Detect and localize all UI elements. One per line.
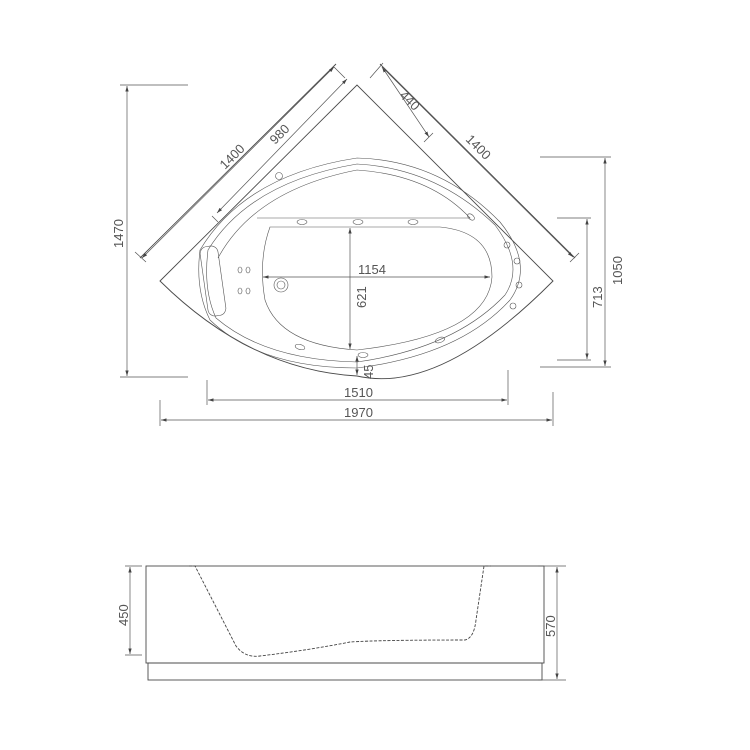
dim-rim-gap: 45	[361, 365, 376, 379]
dim-basin-length: 1154	[358, 262, 386, 277]
dim-side-right: 1400	[463, 132, 494, 163]
basin-profile	[189, 565, 491, 657]
dim-total-height: 570	[543, 615, 558, 637]
dim-basin-width: 621	[354, 286, 369, 308]
dim-depth-overall: 1470	[111, 219, 126, 248]
drain-icon	[273, 277, 289, 293]
dim-overall-width: 1970	[344, 405, 373, 420]
dim-height-right-inner: 713	[590, 286, 605, 308]
jets	[237, 172, 523, 358]
tub-base	[147, 662, 543, 681]
dimension-lines	[120, 62, 611, 426]
dim-inner-side-left: 980	[267, 121, 293, 147]
dim-inner-width: 1510	[344, 385, 373, 400]
rim-inner-2	[217, 169, 471, 259]
dim-basin-depth: 450	[116, 604, 131, 626]
basin	[262, 226, 493, 351]
headrest	[199, 245, 227, 317]
side-view: 450 570	[116, 565, 566, 681]
side-dimension-lines	[125, 565, 566, 681]
tub-outline	[159, 84, 554, 380]
tub-body	[145, 565, 545, 664]
outer-rim-line	[139, 63, 576, 259]
dim-corner-offset: 440	[397, 88, 423, 114]
top-view: 1400 980 440 1400 1470 1050 713 1154 621…	[111, 62, 625, 426]
dim-height-right: 1050	[610, 256, 625, 285]
